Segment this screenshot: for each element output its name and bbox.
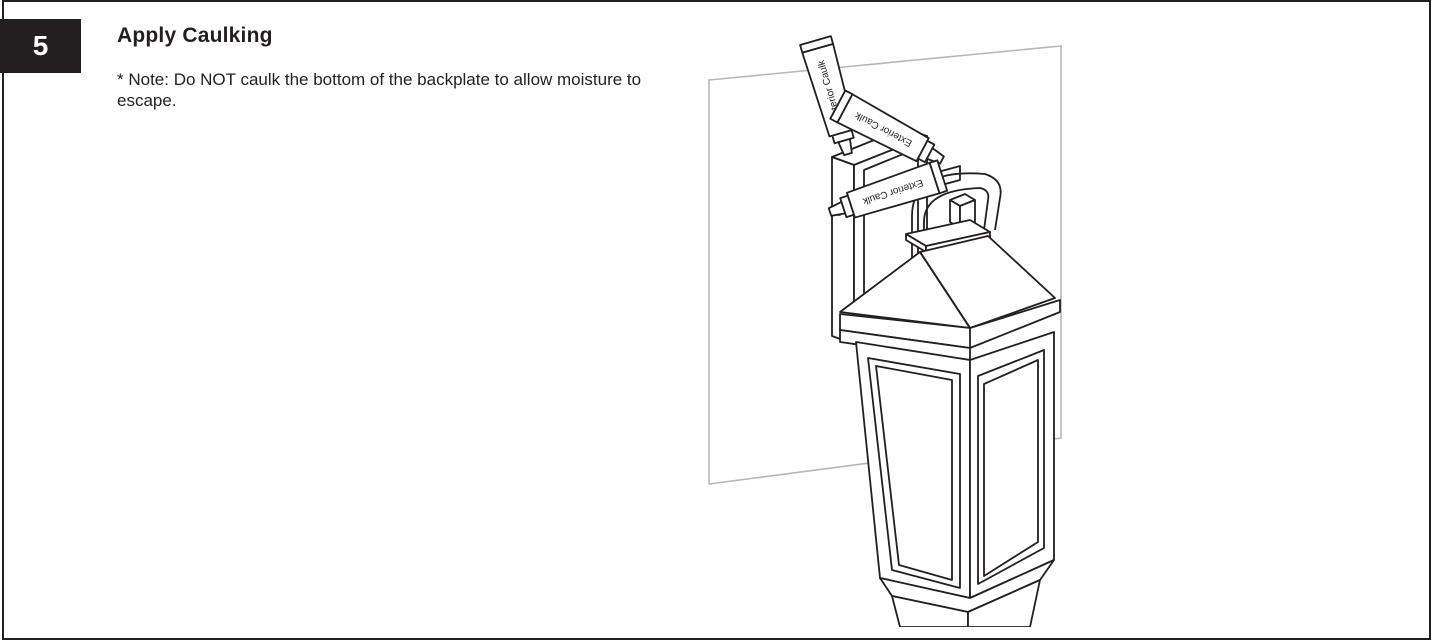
wall-panel-icon [708, 45, 1062, 485]
step-number-badge: 5 [0, 19, 81, 73]
step-title: Apply Caulking [117, 24, 273, 47]
step-number: 5 [32, 30, 49, 61]
caulk-tube-icon: Exterior Caulk [827, 159, 949, 219]
step-note: * Note: Do NOT caulk the bottom of the b… [117, 70, 642, 110]
installation-illustration: Exterior Caulk Exterior Caulk Exterior C… [708, 35, 1062, 627]
caulk-tube-icon: Exterior Caulk [829, 89, 945, 165]
lantern-icon [839, 165, 1061, 627]
